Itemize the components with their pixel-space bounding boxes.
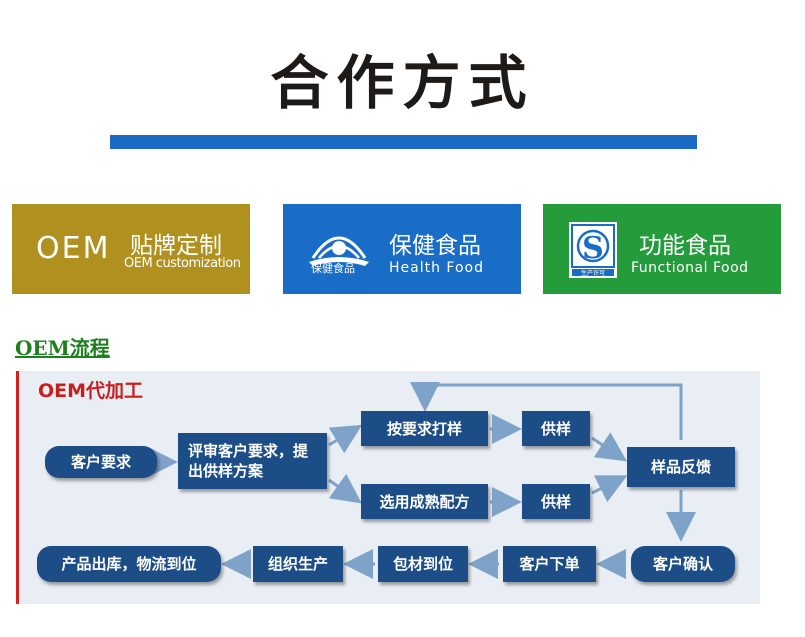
oem-label: OEM bbox=[36, 231, 111, 266]
qs-logo-text: 生产许可 bbox=[581, 269, 605, 277]
qs-certification-icon: S 生产许可 bbox=[569, 222, 617, 278]
arrow-supply2-feedback bbox=[591, 475, 628, 503]
title-underline bbox=[110, 135, 697, 149]
node-customer-order: 客户下单 bbox=[503, 546, 596, 582]
oem-customization-card[interactable]: OEM 贴牌定制 OEM customization bbox=[12, 204, 250, 294]
functional-card-subtitle: Functional Food bbox=[631, 260, 749, 276]
node-customer-confirm: 客户确认 bbox=[631, 546, 735, 582]
arrow-supply1-feedback bbox=[591, 432, 627, 462]
oem-card-title: 贴牌定制 bbox=[130, 233, 222, 259]
panel-accent-line bbox=[16, 371, 19, 604]
node-sample-feedback: 样品反馈 bbox=[627, 447, 735, 487]
node-sample-by-request: 按要求打样 bbox=[361, 411, 488, 446]
flow-title: OEM代加工 bbox=[38, 380, 144, 402]
node-packaging-ready: 包材到位 bbox=[378, 546, 468, 582]
arrow-feedback-loop bbox=[410, 382, 683, 440]
page-title: 合作方式 bbox=[270, 49, 535, 117]
oem-flow-link[interactable]: OEM流程 bbox=[15, 336, 110, 360]
health-food-icon bbox=[309, 236, 369, 266]
node-supply-sample-2: 供样 bbox=[522, 484, 590, 519]
functional-food-card[interactable]: S 生产许可 功能食品 Functional Food bbox=[543, 204, 781, 294]
health-card-subtitle: Health Food bbox=[389, 260, 484, 276]
node-select-formula: 选用成熟配方 bbox=[361, 484, 488, 519]
health-logo-text: 保健食品 bbox=[311, 262, 355, 275]
node-review-proposal: 评审客户要求，提出供样方案 bbox=[178, 433, 327, 489]
arrow-review-sample bbox=[328, 424, 363, 454]
node-customer-request: 客户要求 bbox=[45, 446, 157, 478]
node-production: 组织生产 bbox=[253, 546, 343, 582]
oem-card-subtitle: OEM customization bbox=[124, 256, 241, 271]
health-card-title: 保健食品 bbox=[389, 233, 481, 259]
node-ship-logistics: 产品出库，物流到位 bbox=[37, 546, 221, 582]
functional-card-title: 功能食品 bbox=[639, 233, 731, 259]
arrow-review-formula bbox=[328, 473, 362, 504]
health-food-card[interactable]: 保健食品 保健食品 Health Food bbox=[283, 204, 521, 294]
node-supply-sample-1: 供样 bbox=[522, 411, 590, 446]
svg-text:S: S bbox=[582, 231, 604, 266]
